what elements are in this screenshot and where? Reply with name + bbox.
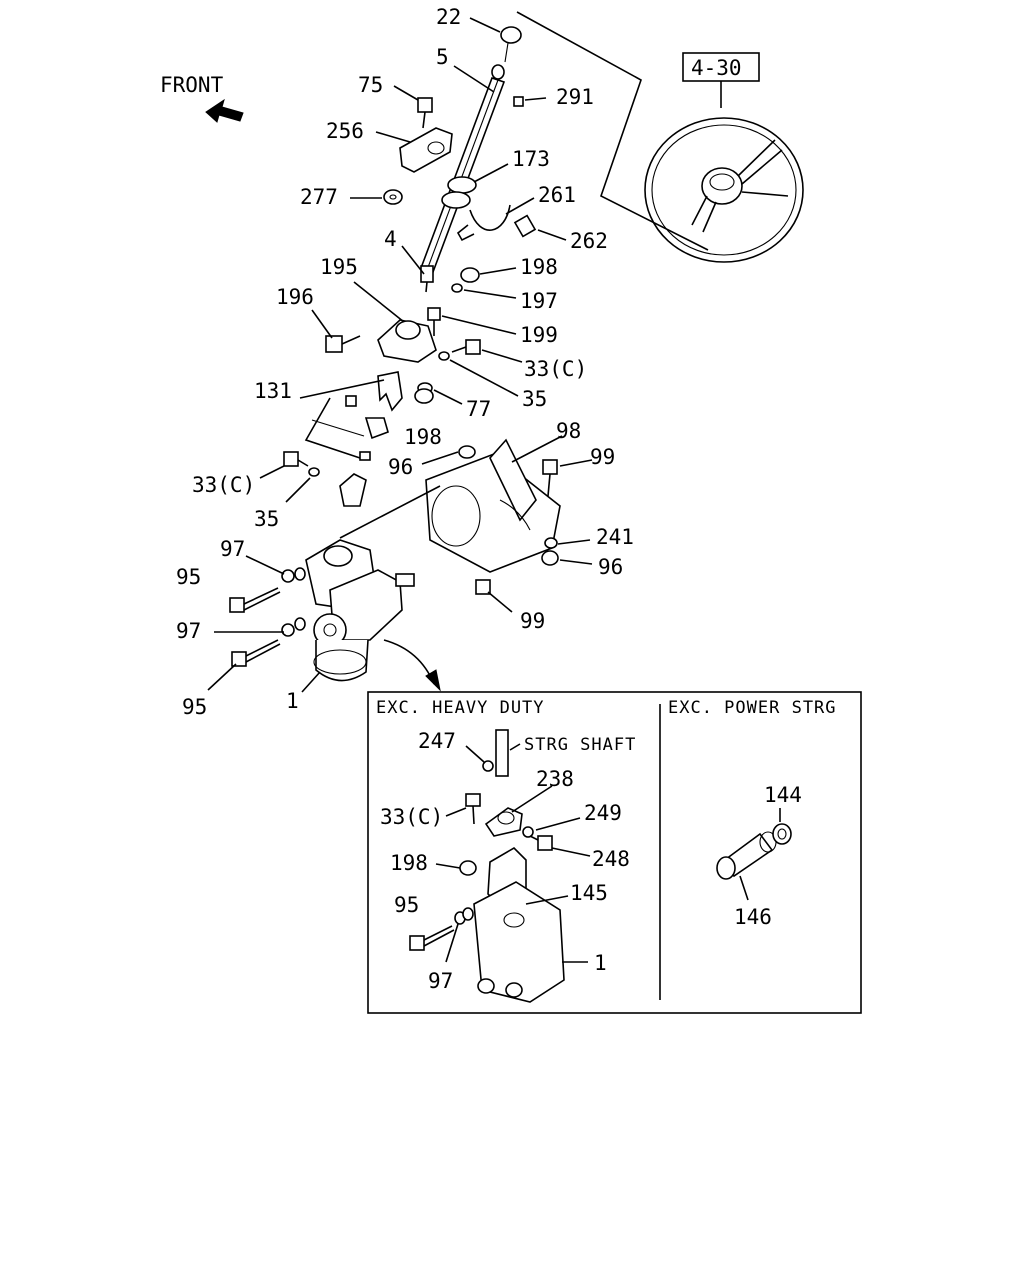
label-96-lower: 96: [598, 555, 623, 579]
label-131: 131: [254, 379, 292, 403]
label-5: 5: [436, 45, 449, 69]
front-indicator: FRONT: [160, 73, 244, 123]
label-247: 247: [418, 729, 456, 753]
label-241: 241: [596, 525, 634, 549]
label-33c-inset: 33(C): [380, 805, 443, 829]
label-75: 75: [358, 73, 383, 97]
label-198-upper: 198: [520, 255, 558, 279]
steering-gearbox: [229, 539, 415, 682]
strg-shaft-label: STRG SHAFT: [524, 735, 636, 755]
label-97-upper: 97: [220, 537, 245, 561]
label-95-lower: 95: [182, 695, 207, 719]
ref-box-label: 4-30: [691, 56, 742, 80]
label-99-upper: 99: [590, 445, 615, 469]
label-262: 262: [570, 229, 608, 253]
label-4: 4: [384, 227, 397, 251]
inset-title-heavy-duty: EXC. HEAVY DUTY: [376, 698, 545, 718]
label-95-upper: 95: [176, 565, 201, 589]
label-1: 1: [286, 689, 299, 713]
label-238: 238: [536, 767, 574, 791]
label-77: 77: [466, 397, 491, 421]
label-98: 98: [556, 419, 581, 443]
label-97-lower: 97: [176, 619, 201, 643]
label-198-mid: 198: [404, 425, 442, 449]
label-22: 22: [436, 5, 461, 29]
label-96-upper: 96: [388, 455, 413, 479]
steering-column: [419, 64, 506, 293]
label-291: 291: [556, 85, 594, 109]
label-35-left: 35: [254, 507, 279, 531]
front-label: FRONT: [160, 73, 224, 97]
label-99-lower: 99: [520, 609, 545, 633]
bracket-256: [383, 97, 453, 205]
label-198-inset: 198: [390, 851, 428, 875]
label-249: 249: [584, 801, 622, 825]
universal-joint-131: [304, 371, 403, 507]
label-277: 277: [300, 185, 338, 209]
part-labels: 22 5 291 75 256 173 277 261 262 4 198 19…: [176, 5, 634, 719]
label-195: 195: [320, 255, 358, 279]
steering-wheel: [644, 117, 804, 263]
label-95-inset: 95: [394, 893, 419, 917]
leader-lines: [207, 17, 593, 693]
label-261: 261: [538, 183, 576, 207]
label-196: 196: [276, 285, 314, 309]
front-arrow-icon: [205, 98, 244, 123]
label-256: 256: [326, 119, 364, 143]
label-199: 199: [520, 323, 558, 347]
label-145: 145: [570, 881, 608, 905]
inset-title-power-strg: EXC. POWER STRG: [668, 698, 837, 718]
flange-195: [325, 307, 441, 363]
label-173: 173: [512, 147, 550, 171]
label-197: 197: [520, 289, 558, 313]
label-146: 146: [734, 905, 772, 929]
inset-arrow: [383, 639, 435, 685]
inset-box: EXC. HEAVY DUTY EXC. POWER STRG STRG SHA…: [367, 691, 862, 1014]
label-1-inset: 1: [594, 951, 607, 975]
cap-22: [500, 26, 522, 44]
label-97-inset: 97: [428, 969, 453, 993]
label-144: 144: [764, 783, 802, 807]
label-248: 248: [592, 847, 630, 871]
steering-wheel-reference: 4-30: [682, 52, 760, 108]
bracket-98: [425, 438, 561, 595]
clamp-261: [456, 204, 537, 242]
label-35-upper: 35: [522, 387, 547, 411]
label-33c-upper: 33(C): [524, 357, 587, 381]
label-33c-left: 33(C): [192, 473, 255, 497]
